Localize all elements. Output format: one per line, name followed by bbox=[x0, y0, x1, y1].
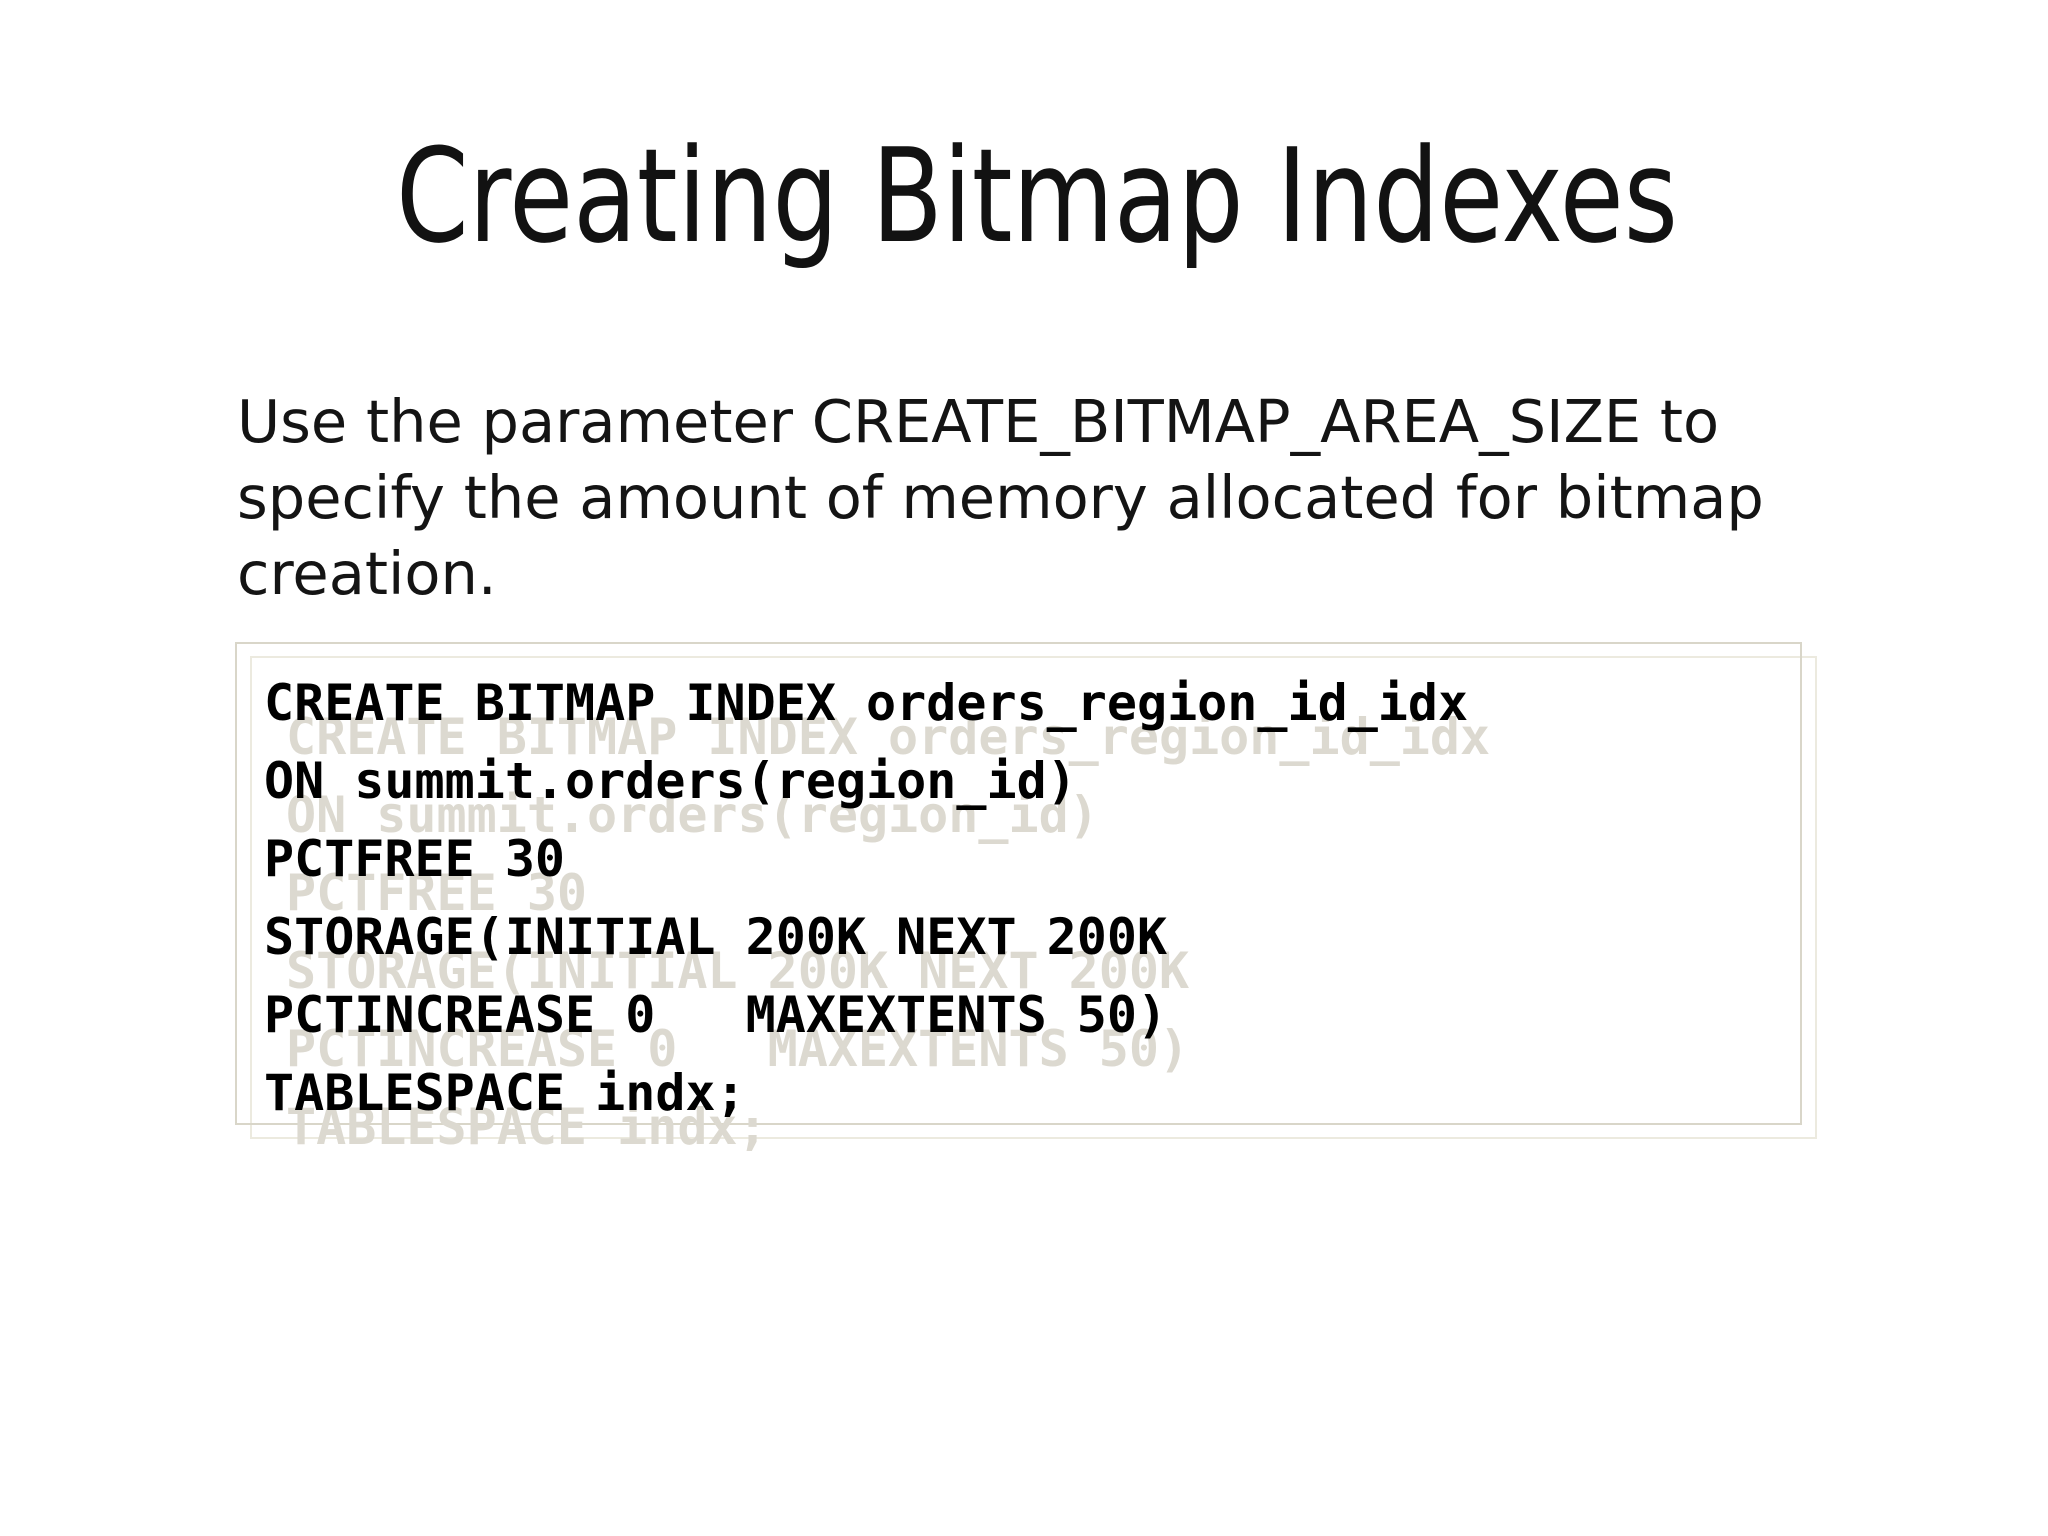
body-line: specify the amount of memory allocated f… bbox=[237, 463, 1764, 532]
code-line: STORAGE(INITIAL 200K NEXT 200K bbox=[264, 908, 1168, 966]
code-line: CREATE BITMAP INDEX orders_region_id_idx bbox=[264, 674, 1469, 732]
code-line: TABLESPACE indx; bbox=[264, 1064, 746, 1122]
body-line: creation. bbox=[237, 539, 497, 608]
sql-code-block: CREATE BITMAP INDEX orders_region_id_idx… bbox=[264, 664, 1468, 1132]
code-line: ON summit.orders(region_id) bbox=[264, 752, 1077, 810]
body-paragraph: Use the parameter CREATE_BITMAP_AREA_SIZ… bbox=[237, 384, 1764, 612]
code-line: PCTINCREASE 0 MAXEXTENTS 50) bbox=[264, 986, 1168, 1044]
code-box-drop-shadow bbox=[250, 656, 1817, 1139]
body-line: Use the parameter CREATE_BITMAP_AREA_SIZ… bbox=[237, 387, 1720, 456]
code-line: PCTFREE 30 bbox=[264, 830, 566, 888]
code-box bbox=[235, 642, 1802, 1125]
slide-title: Creating Bitmap Indexes bbox=[396, 120, 1678, 272]
